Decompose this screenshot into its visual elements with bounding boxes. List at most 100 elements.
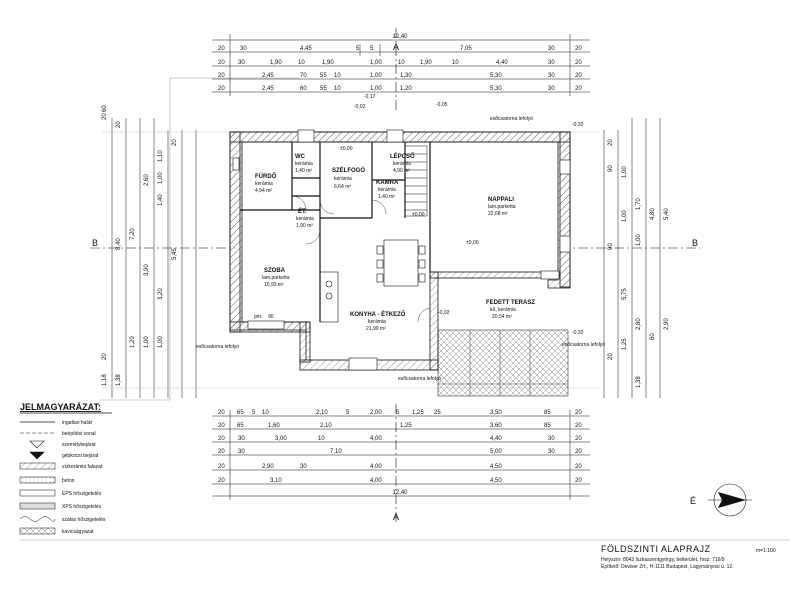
dining-table — [376, 239, 426, 287]
dim-right-12: 4,80 — [650, 208, 656, 220]
level-stair: ±0,00 — [412, 212, 425, 218]
dim-left-0: 20 — [102, 113, 108, 120]
kitchen-counter — [319, 271, 339, 323]
room-area: 4,90 m² — [393, 168, 410, 174]
dim-left-4: 1,10 — [158, 150, 164, 162]
dim-top-r2-6: 10 — [398, 60, 405, 66]
room-area: 10,93 m² — [264, 282, 284, 288]
dim-top-r2-0: 20 — [218, 60, 225, 66]
dim-left-9: 3,20 — [158, 288, 164, 300]
level-entry-2: -0,17 — [364, 94, 376, 100]
dim-right-4: 1,00 — [622, 210, 628, 222]
dim-top-r2-1: 30 — [238, 60, 245, 66]
dim-right-0: 20 — [608, 139, 614, 146]
room-area: 1,90 m² — [296, 223, 313, 229]
dim-right-2: 90 — [608, 165, 614, 172]
dim-top-r4-3: 55 — [320, 86, 327, 92]
dim-bot-r4-2: 7,10 — [330, 449, 342, 455]
right-dimension-texts: 20 1,00 90 1,70 1,00 1,00 5,75 90 2,80 1… — [608, 139, 670, 388]
room-area: 20,54 m² — [492, 314, 512, 320]
dim-bot-r1-0: 20 — [218, 410, 225, 416]
dim-top-r2-7: 1,90 — [420, 60, 432, 66]
dim-bot-r2-7: 20 — [575, 423, 582, 429]
dim-bot-r1-6: 2,00 — [370, 410, 382, 416]
title-block-scale: m=1:100 — [756, 548, 776, 554]
dim-top-r3-4: 10 — [334, 73, 341, 79]
legend-item: vízkerámia falazat — [62, 464, 103, 470]
dim-left-7: 20 — [172, 139, 178, 146]
dim-bot-r3-5: 4,40 — [490, 436, 502, 442]
dim-bot-r3-2: 3,00 — [275, 436, 287, 442]
staircase — [404, 145, 428, 217]
dim-top-r2-10: 30 — [548, 60, 555, 66]
dim-right-8: 2,80 — [636, 318, 642, 330]
dim-top-r2-9: 4,40 — [496, 60, 508, 66]
dim-bot-r6-3: 4,50 — [490, 478, 502, 484]
dim-bot-r6-1: 3,10 — [270, 478, 282, 484]
dim-bot-r1-4: 2,10 — [316, 410, 328, 416]
dim-bot-r1-7: 5 — [396, 410, 400, 416]
dim-top-r2-11: 20 — [575, 60, 582, 66]
dim-bot-r1-11: 85 — [544, 410, 551, 416]
section-line-b: B B — [90, 238, 700, 249]
dim-bot-r1-5: 5 — [346, 410, 350, 416]
dim-left-16: 20 — [102, 353, 108, 360]
dim-top-r4-2: 60 — [300, 86, 307, 92]
dim-bot-r4-0: 20 — [218, 449, 225, 455]
dim-right-5: 1,00 — [636, 234, 642, 246]
dim-top-r1-2: 4,45 — [300, 46, 312, 52]
dim-bot-r2-5: 3,60 — [490, 423, 502, 429]
dim-bot-r3-6: 30 — [548, 436, 555, 442]
dim-bot-r1-8: 1,25 — [412, 410, 424, 416]
north-label: É — [690, 496, 696, 506]
dim-right-6: 5,75 — [622, 288, 628, 300]
dim-bot-r6-4: 20 — [575, 478, 582, 484]
dim-top-r1-5: 7,05 — [460, 46, 472, 52]
terrace-paving — [437, 329, 569, 397]
downpipe-note: esőcsatorna lefolyó — [196, 344, 239, 350]
dim-bot-r2-3: 2,10 — [320, 423, 332, 429]
dim-left-5: 1,00 — [158, 172, 164, 184]
room-name: FEDETT TERASZ — [486, 300, 535, 306]
room-floor: lam.parketta — [262, 275, 290, 281]
dim-top-overall: 12,40 — [392, 34, 408, 40]
room-floor: kerámia — [296, 216, 314, 222]
dim-right-7: 90 — [608, 243, 614, 250]
dim-top-r4-7: 5,30 — [490, 86, 502, 92]
legend-item: gépkocsi bejárat — [62, 453, 99, 459]
dim-right-14: 60 — [650, 333, 656, 340]
room-floor: kő, kerámia — [490, 307, 516, 313]
dim-top-r2-3: 10 — [298, 60, 305, 66]
top-dimension-texts: 12,40 20 30 4,45 5 5 7,05 30 20 20 30 1,… — [218, 34, 582, 92]
level-markers: -0,02 -0,17 ±0,00 ±0,00 ±0,00 -0,05 -0,3… — [340, 94, 584, 336]
dim-bot-r2-1: 65 — [237, 423, 244, 429]
room-name: LÉPCSŐ — [390, 152, 415, 160]
top-dimension-lines — [212, 34, 590, 96]
section-line-a: A A — [393, 28, 399, 525]
dim-top-r2-4: 1,90 — [322, 60, 334, 66]
dim-bot-r5-4: 4,50 — [490, 464, 502, 470]
dim-left-1: 60 — [102, 105, 108, 112]
downpipe-note: esőcsatorna lefolyó — [398, 376, 441, 382]
dim-bot-r4-4: 30 — [548, 449, 555, 455]
dim-left-15: 1,20 — [130, 336, 136, 348]
dim-bot-r1-9: 25 — [434, 410, 441, 416]
legend-item: szálas hőszigetelés — [62, 517, 106, 523]
room-name: FÜRDŐ — [255, 173, 277, 180]
dim-top-r3-7: 5,30 — [490, 73, 502, 79]
legend-item: XPS hőszigetelés — [62, 504, 102, 510]
dim-top-r4-9: 20 — [575, 86, 582, 92]
dim-top-r2-8: 10 — [452, 60, 459, 66]
room-area: 6,64 m² — [334, 184, 351, 190]
bottom-dimension-lines — [212, 410, 590, 500]
level-living: ±0,00 — [466, 240, 479, 246]
dim-left-2: 20 — [116, 121, 122, 128]
dim-right-15: 2,90 — [664, 318, 670, 330]
section-mark-a-bottom: A — [393, 512, 399, 522]
dim-top-r3-8: 30 — [548, 73, 555, 79]
dim-bot-r5-5: 20 — [575, 464, 582, 470]
dim-top-r2-5: 1,00 — [370, 60, 382, 66]
dim-right-10: 20 — [608, 353, 614, 360]
dim-top-r3-0: 20 — [218, 73, 225, 79]
